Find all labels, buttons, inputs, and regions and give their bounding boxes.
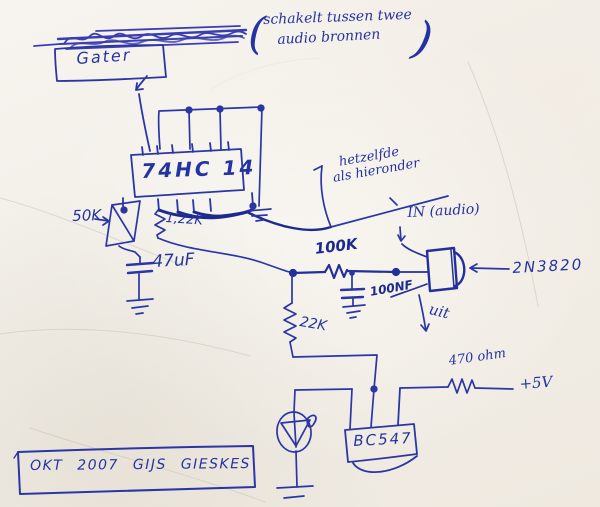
audio-in-label: IN (audio) [406,201,481,221]
capacitor-47uf-label: 47uF [151,249,196,272]
paper-creases [0,57,539,503]
ic-74hc14-outline [122,141,254,213]
resistor-22k-label: 22K [298,314,328,335]
resistor-122k-label: 1,22K [165,211,204,229]
bc547-label: BC547 [352,428,414,450]
same-as-below-bracket [313,165,449,228]
resistor-470ohm-symbol [399,378,514,394]
ic-top-bus-wires [157,104,265,207]
fet-label-arrow [469,263,510,273]
gater-box-label: Gater [75,45,132,68]
crossed-out-scribble [33,25,248,50]
output-arrow [418,294,430,332]
resistor-22k-symbol [283,273,297,358]
transistor-bc547-outline [344,387,418,473]
audio-in-arrow [389,197,406,242]
led-symbol [276,388,353,499]
output-uit-label: uit [427,300,452,323]
ic-ground-symbol [246,202,272,222]
resistor-122k-symbol [154,208,166,239]
wire-to-100k-line [157,237,294,274]
signature-box-outline [13,445,256,495]
capacitor-100nf-symbol [339,270,366,319]
ic-74hc14-label: 74HC 14 [140,154,257,183]
pot-50k-label: 50K [71,205,102,225]
vcc-5v-label: +5V [518,372,553,393]
resistor-100k-symbol [288,263,401,280]
capacitor-47uf-symbol [125,256,155,315]
gater-box-outline [54,44,167,152]
wire-22k-to-bc547 [292,354,378,428]
transistor-2n3820-symbol [390,243,466,298]
transistor-2n3820-label: 2N3820 [511,255,584,277]
signature-label: OKT 2007 GIJS GIESKES [29,456,251,474]
potentiometer-50k-symbol [94,200,141,258]
